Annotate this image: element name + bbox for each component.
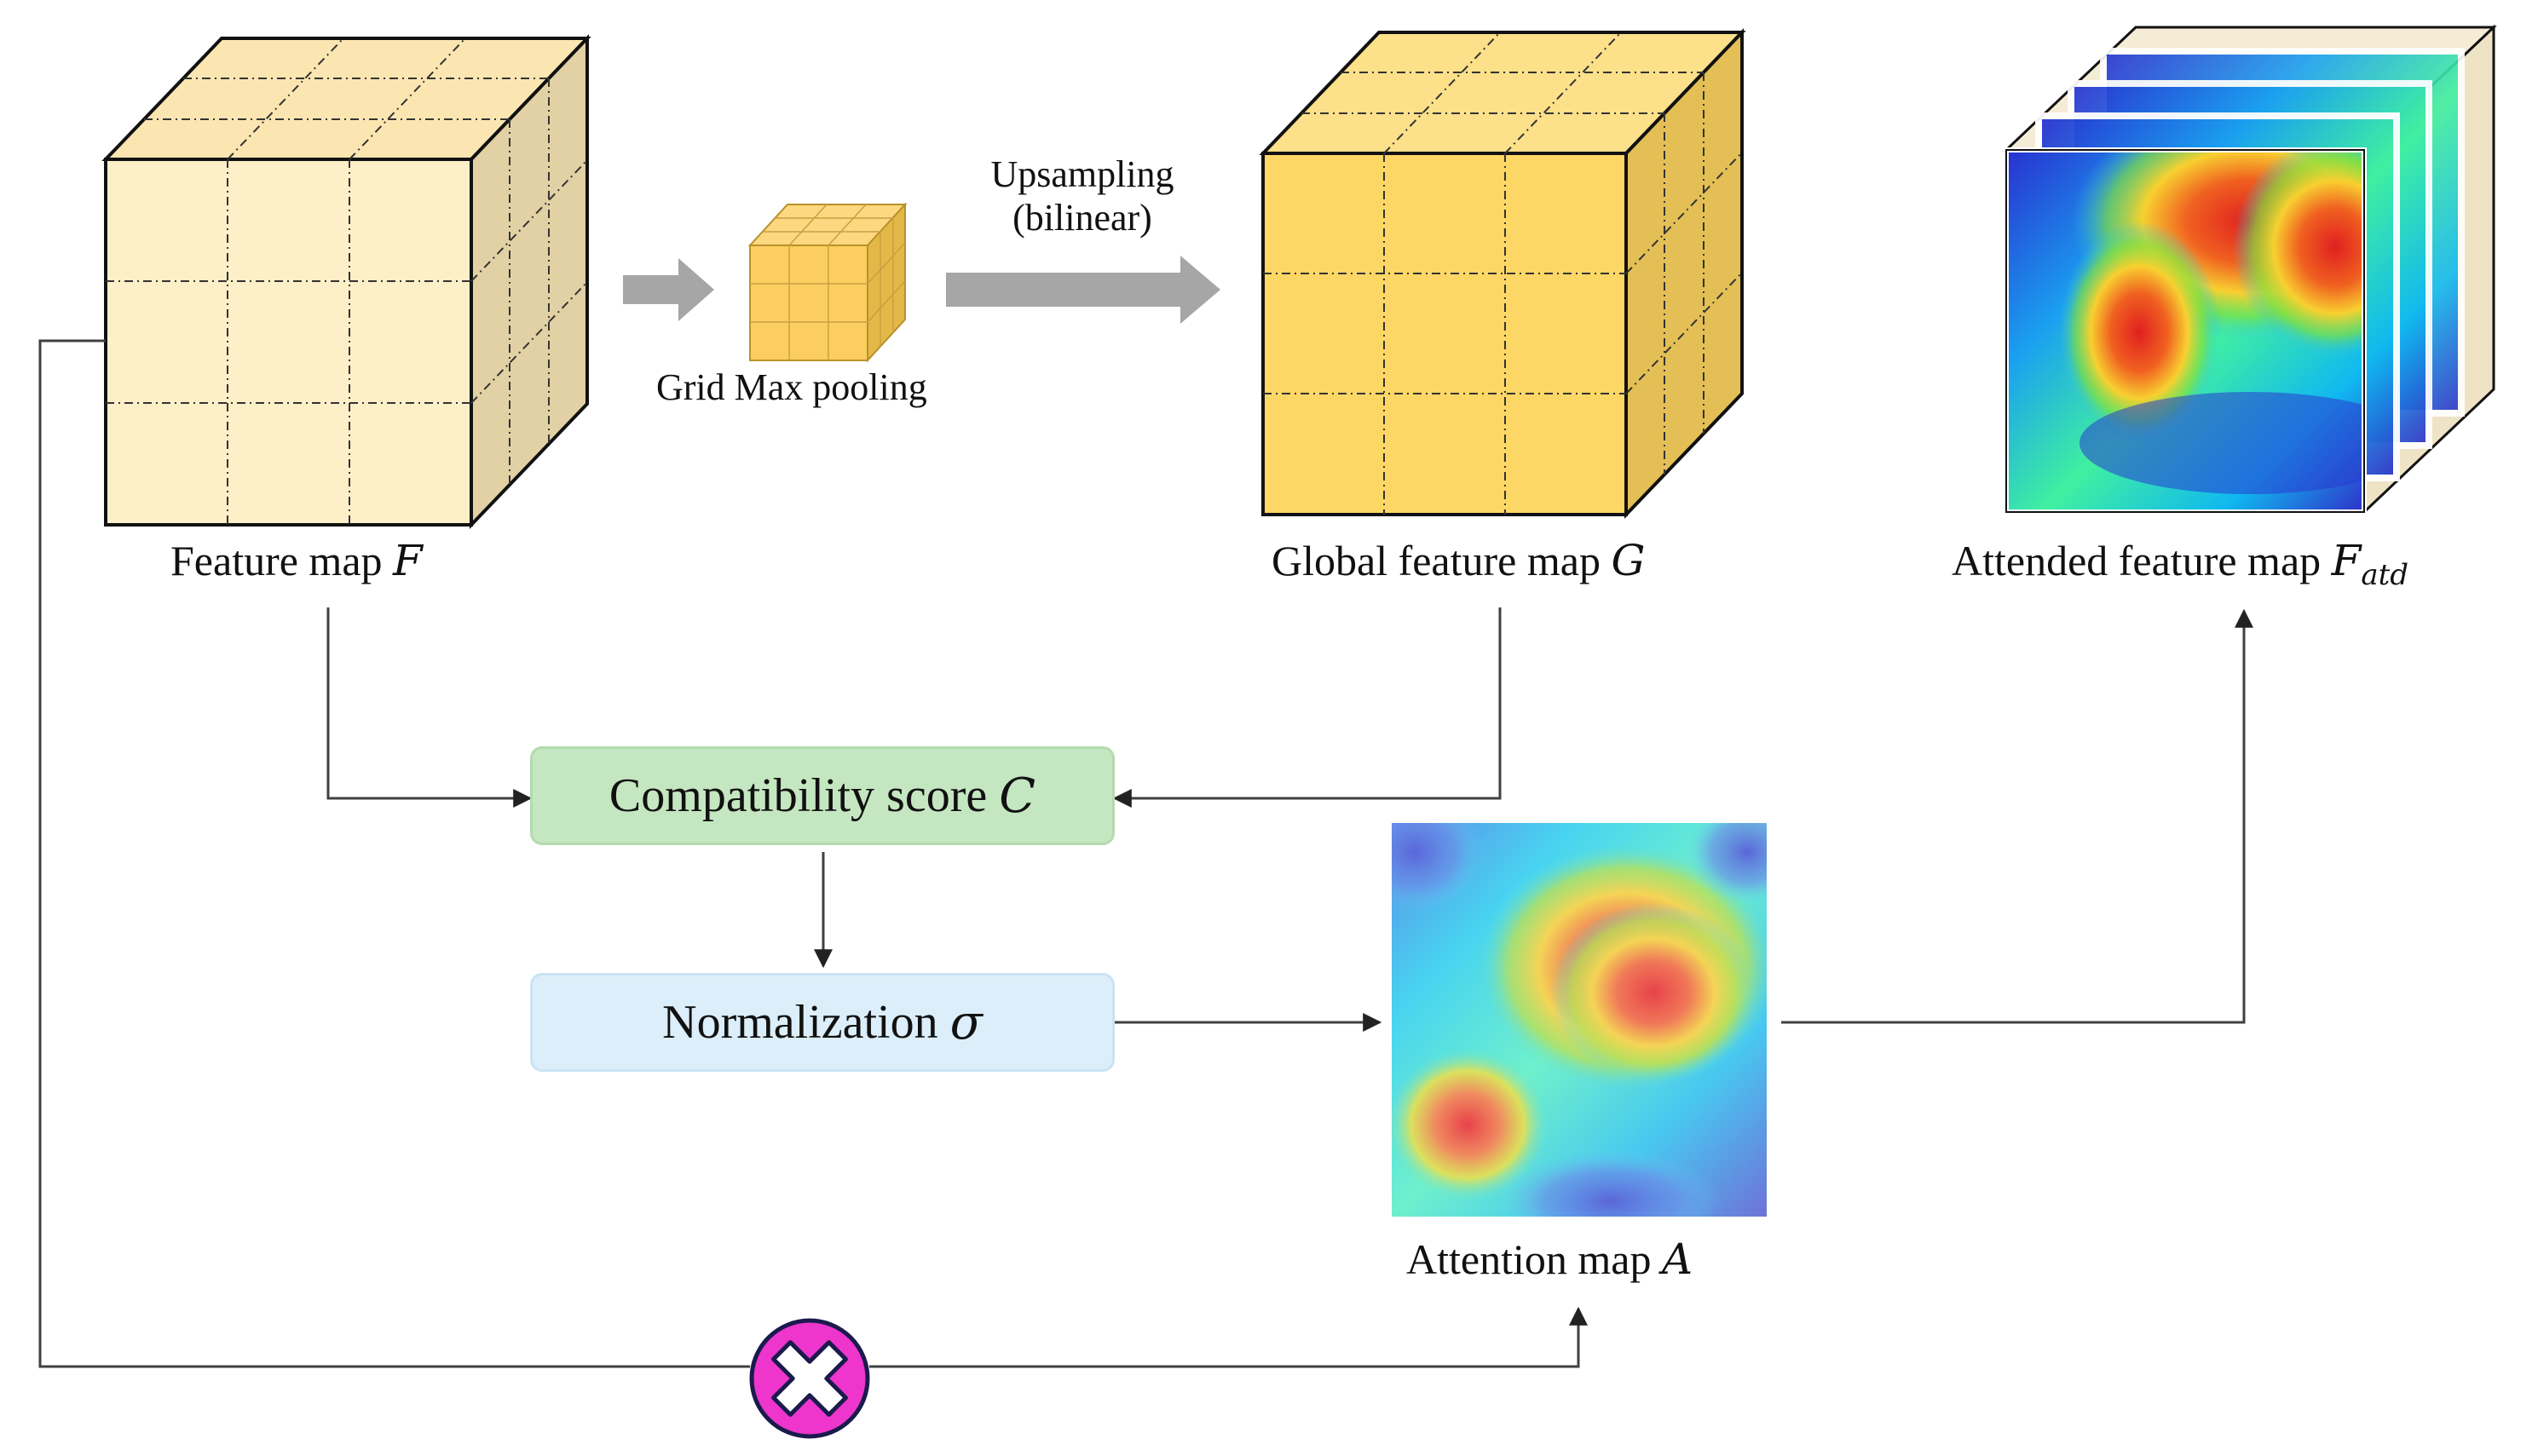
global-map-label: Global feature map [1272, 537, 1601, 584]
upsampling-method-label: (bilinear) [1012, 196, 1152, 239]
multiply-icon [749, 1318, 870, 1439]
attended-feature-map-stack [2003, 24, 2497, 515]
arrow-feature-to-compat [326, 607, 533, 808]
pooled-cube [747, 202, 908, 363]
attended-map-caption: Attended feature map Fatd [1952, 536, 2409, 592]
normalization-symbol: σ [949, 994, 983, 1050]
attention-map-label: Attention map [1406, 1235, 1652, 1283]
attended-map-symbol: F [2331, 536, 2362, 585]
attention-map-caption: Attention map A [1406, 1234, 1693, 1285]
skip-connection-line [38, 339, 750, 1368]
feature-map-caption: Feature map F [170, 536, 423, 586]
normalization-label: Normalization [662, 996, 938, 1049]
global-map-symbol: G [1611, 536, 1646, 585]
global-feature-map-cube [1259, 28, 1746, 519]
gray-arrow-upsampling [946, 256, 1220, 324]
connector-lines [38, 339, 2253, 1368]
upsampling-caption: Upsampling (bilinear) [963, 153, 1202, 239]
normalization-box: Normalization σ [530, 973, 1115, 1072]
arrow-attention-to-attended [1781, 608, 2253, 1024]
attended-map-subscript: atd [2361, 558, 2409, 592]
upsampling-label: Upsampling [990, 153, 1174, 195]
compatibility-symbol: C [999, 768, 1036, 824]
feature-map-label: Feature map [170, 537, 383, 584]
pooling-caption: Grid Max pooling [656, 366, 927, 408]
compatibility-label: Compatibility score [609, 769, 988, 822]
attended-map-label: Attended feature map [1952, 537, 2322, 584]
feature-map-symbol: F [393, 536, 423, 585]
attention-map-heatmap [1392, 823, 1767, 1217]
gray-arrow-to-pooling [623, 258, 714, 321]
arrow-global-to-compat [1112, 607, 1502, 808]
compatibility-score-box: Compatibility score C [530, 746, 1115, 845]
global-map-caption: Global feature map G [1272, 536, 1646, 586]
feature-map-cube [101, 34, 591, 529]
attention-map-symbol: A [1661, 1234, 1693, 1284]
arrow-multiply-to-attention [869, 1306, 1588, 1368]
